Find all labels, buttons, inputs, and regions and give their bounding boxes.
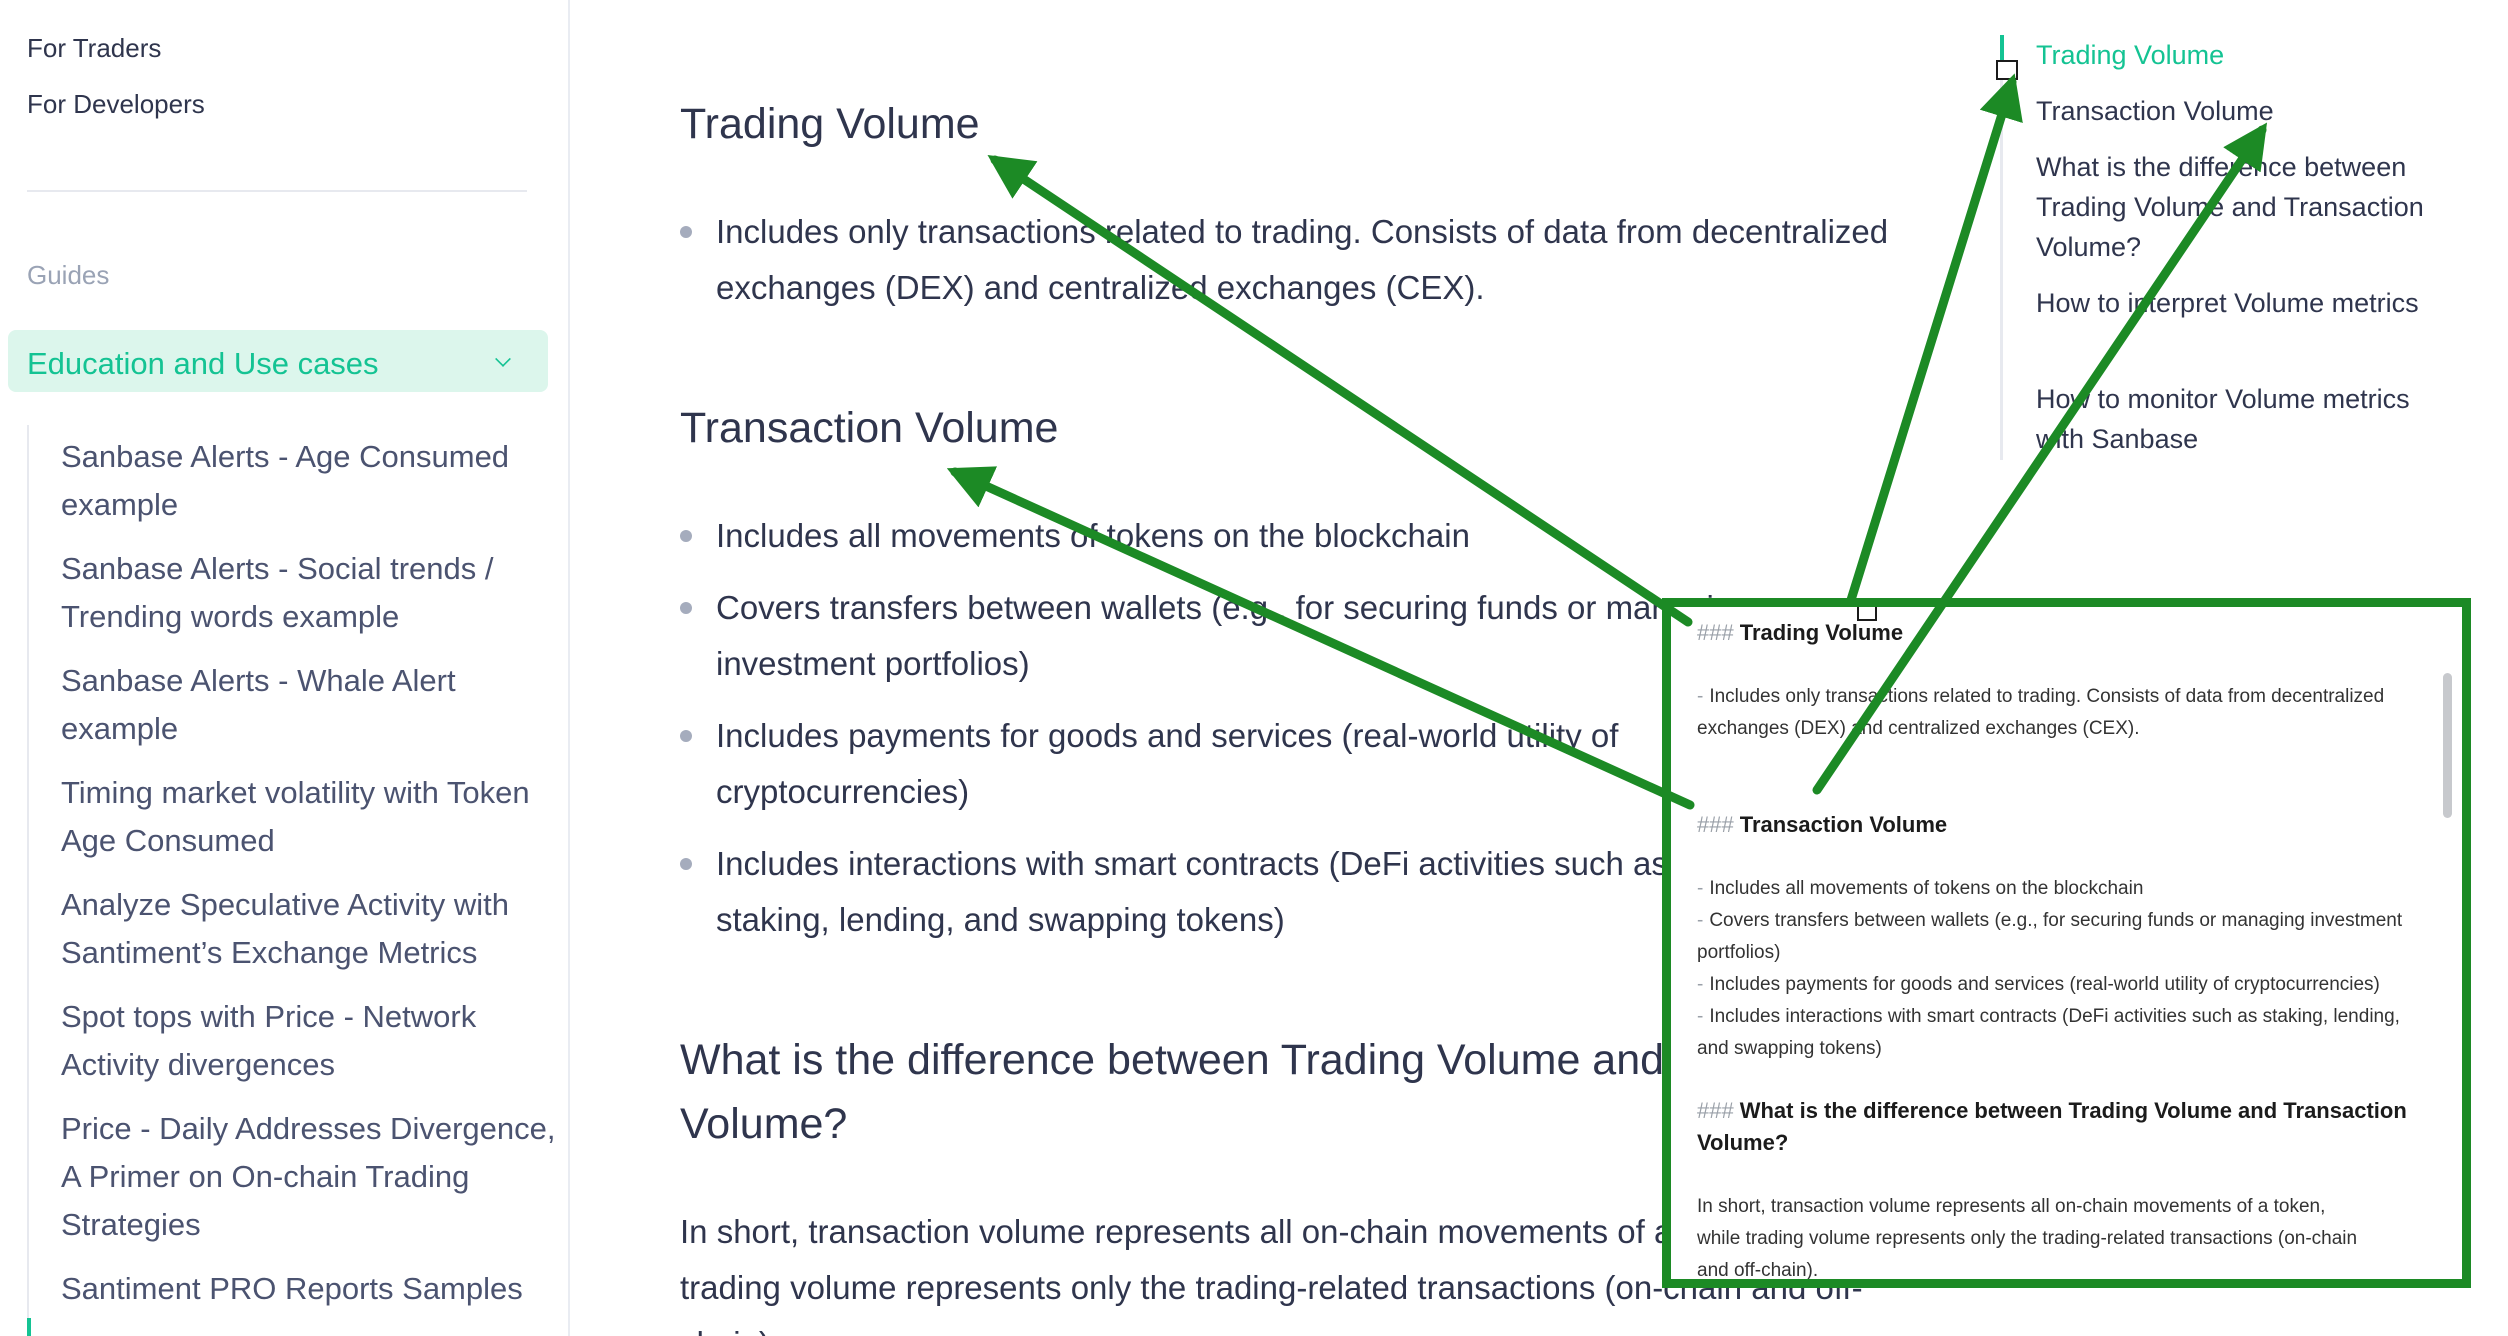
sidebar-link-for-traders[interactable]: For Traders [27,33,162,63]
list-item: Includes all movements of tokens on the … [680,508,1980,564]
md-line: portfolios) [1697,942,1781,963]
anchor-marker-icon [1996,60,2018,80]
heading-trading-volume: Trading Volume [680,100,980,148]
sidebar-item-spot-tops[interactable]: Spot tops with Price - Network Activity … [61,999,477,1082]
toc-active-indicator [2000,35,2004,77]
sidebar-item-social-trends[interactable]: Sanbase Alerts - Social trends / Trendin… [61,551,494,634]
bullet-dot [680,530,692,542]
md-line: and swapping tokens) [1697,1038,1882,1059]
md-line: -Includes all movements of tokens on the… [1697,878,2144,899]
sidebar-divider [27,190,527,192]
md-heading-difference-cont: Volume? [1697,1130,1789,1155]
sidebar-item-timing-volatility[interactable]: Timing market volatility with Token Age … [61,775,530,858]
md-heading-transaction: ###Transaction Volume [1697,812,1948,837]
toc-item-transaction-volume[interactable]: Transaction Volume [2036,96,2274,126]
md-line: -Includes payments for goods and service… [1697,974,2380,995]
list-item: Includes interactions with smart contrac… [680,836,1760,948]
sidebar-item-whale-alert[interactable]: Sanbase Alerts - Whale Alert example [61,663,456,746]
toc-item-difference[interactable]: What is the difference between Trading V… [2036,152,2424,262]
sidebar-sub-list: Sanbase Alerts - Age Consumed example Sa… [27,425,567,1336]
md-line: while trading volume represents only the… [1697,1228,2358,1249]
list-item: Includes payments for goods and services… [680,708,1760,820]
bullet-dot [680,730,692,742]
md-heading-difference: ###What is the difference between Tradin… [1697,1098,2407,1123]
md-line: -Includes only transactions related to t… [1697,686,2385,707]
chevron-down-icon [495,351,511,367]
list-item: Covers transfers between wallets (e.g., … [680,580,1760,692]
sidebar-link-for-developers[interactable]: For Developers [27,89,205,119]
sidebar-item-daily-addresses[interactable]: Price - Daily Addresses Divergence, A Pr… [61,1111,556,1242]
toc-item-monitor[interactable]: How to monitor Volume metrics with Sanba… [2036,384,2410,454]
sidebar-item-speculative-activity[interactable]: Analyze Speculative Activity with Santim… [61,887,509,970]
list-item: Includes only transactions related to tr… [680,204,1930,316]
bullet-dot [680,602,692,614]
sidebar-section-education[interactable]: Education and Use cases [8,330,548,392]
md-line: exchanges (DEX) and centralized exchange… [1697,718,2140,739]
sidebar-item-pro-reports[interactable]: Santiment PRO Reports Samples [61,1271,523,1306]
guides-label: Guides [27,260,110,290]
heading-transaction-volume: Transaction Volume [680,404,1059,452]
sidebar-item-age-consumed[interactable]: Sanbase Alerts - Age Consumed example [61,439,510,522]
toc-item-interpret[interactable]: How to interpret Volume metrics [2036,288,2419,318]
md-line: In short, transaction volume represents … [1697,1196,2326,1217]
table-of-contents: Trading Volume Transaction Volume What i… [2000,35,2440,460]
sidebar: For Traders For Developers Guides Educat… [0,0,570,1336]
sidebar-section-label: Education and Use cases [27,346,379,381]
bullet-dot [680,226,692,238]
md-line: -Includes interactions with smart contra… [1697,1006,2400,1027]
toc-item-trading-volume[interactable]: Trading Volume [2036,40,2225,70]
md-line: -Covers transfers between wallets (e.g.,… [1697,910,2403,931]
bullet-dot [680,858,692,870]
sidebar-active-indicator [27,1318,31,1336]
markdown-source-panel: ###Trading Volume -Includes only transac… [1662,598,2471,1288]
md-line: and off-chain). [1697,1260,1819,1281]
md-scrollbar[interactable] [2443,673,2452,818]
md-heading-trading: ###Trading Volume [1697,620,1904,645]
